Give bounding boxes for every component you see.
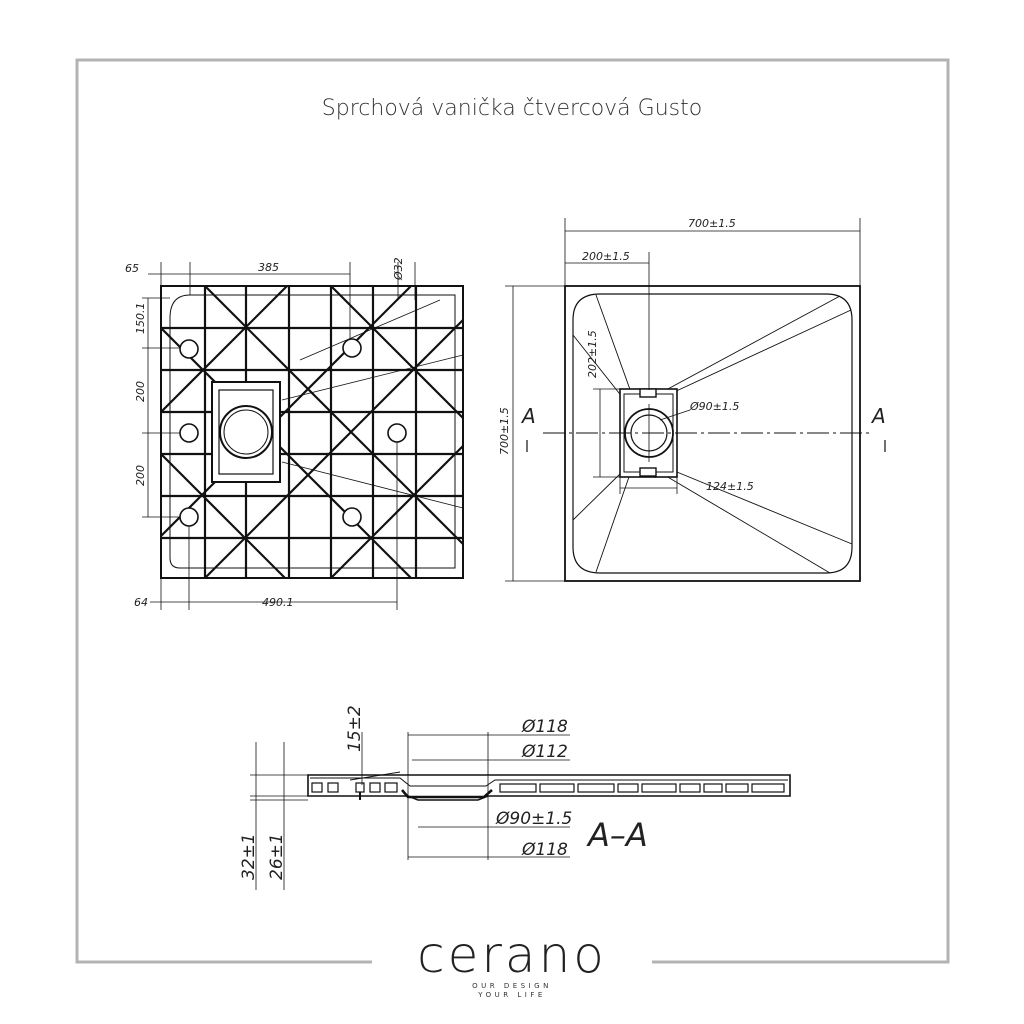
dim-phi32: Ø32 — [392, 257, 405, 281]
brand-tagline-2: YOUR LIFE — [478, 991, 546, 999]
page-title: Sprchová vanička čtvercová Gusto — [321, 96, 703, 121]
dim-65: 65 — [125, 262, 139, 275]
dim-15: 15±2 — [345, 705, 365, 752]
section-mark-left: A — [520, 404, 536, 428]
dim-64: 64 — [134, 596, 148, 609]
dim-drain-offset: 200±1.5 — [582, 250, 630, 263]
dim-box-124: 124±1.5 — [706, 480, 754, 493]
brand-tagline-1: OUR DESIGN — [472, 982, 552, 990]
dim-490: 490.1 — [262, 596, 294, 609]
dim-150: 150.1 — [134, 303, 147, 335]
brand-name: cerano — [417, 926, 607, 984]
brand-logo: cerano OUR DESIGN YOUR LIFE — [412, 928, 612, 1000]
dim-26: 26±1 — [267, 833, 287, 880]
dim-112: Ø112 — [521, 742, 568, 762]
section-mark-right: A — [870, 404, 886, 428]
section-label: A–A — [586, 816, 648, 854]
dim-200a: 200 — [134, 381, 147, 402]
dim-200b: 200 — [134, 465, 147, 486]
dim-118-top: Ø118 — [521, 717, 568, 737]
dim-width-700: 700±1.5 — [688, 217, 736, 230]
dim-118-bottom: Ø118 — [521, 840, 568, 860]
dim-height-700: 700±1.5 — [498, 407, 511, 455]
dim-32: 32±1 — [239, 833, 259, 880]
dim-385: 385 — [258, 261, 279, 274]
dim-vertical-offset: 202±1.5 — [586, 330, 599, 378]
dim-90: Ø90±1.5 — [495, 809, 572, 829]
dim-drain-dia: Ø90±1.5 — [689, 400, 739, 413]
